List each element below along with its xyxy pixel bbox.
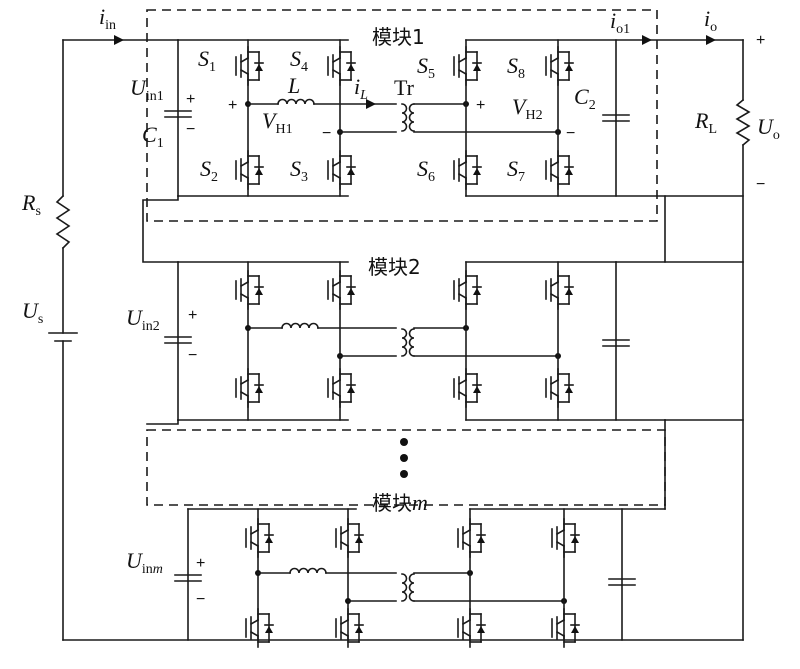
label-i-in: iin [99, 4, 116, 33]
label-u-inm-minus: − [196, 591, 205, 608]
label-vh2-minus: − [566, 125, 575, 142]
switch-s6 [453, 150, 482, 190]
module-1 [164, 35, 744, 197]
label-u-in2: Uin2 [126, 305, 160, 334]
label-s4: S4 [290, 46, 308, 75]
label-u-inm-plus: + [196, 555, 205, 572]
label-u-in1: Uin1 [130, 75, 164, 104]
switch-s3 [327, 150, 356, 190]
label-s7: S7 [507, 156, 525, 185]
label-s1: S1 [198, 46, 216, 75]
label-rs: Rs [21, 190, 41, 219]
label-us: Us [22, 298, 43, 327]
label-u-in2-plus: + [188, 307, 197, 324]
label-tr: Tr [394, 75, 415, 100]
more-modules-ellipsis [400, 438, 408, 478]
label-module-2: 模块2 [368, 255, 421, 279]
label-u-in2-minus: − [188, 347, 197, 364]
switch-s8 [545, 46, 574, 86]
label-s5: S5 [417, 53, 435, 82]
label-inductor-l: L [287, 73, 300, 98]
switch-s4 [327, 46, 356, 86]
label-s6: S6 [417, 156, 435, 185]
label-s2: S2 [200, 156, 218, 185]
series-links [142, 195, 744, 506]
svg-text:模块2: 模块2 [368, 255, 421, 279]
label-i-o: io [704, 6, 717, 35]
label-c1: C1 [142, 122, 164, 151]
label-uo: Uo [757, 114, 780, 143]
switch-s5 [453, 46, 482, 86]
switch-s2 [235, 150, 264, 190]
load-branch [735, 39, 751, 641]
label-vh2: VH2 [512, 94, 543, 123]
label-s8: S8 [507, 53, 525, 82]
svg-text:模块m: 模块m [372, 490, 428, 515]
svg-text:iin: iin [99, 4, 116, 33]
switch-s1 [235, 46, 264, 86]
label-uo-plus: + [756, 32, 765, 49]
inductor-l [277, 98, 315, 105]
label-module-m: 模块m [372, 490, 428, 515]
label-u-in1-minus: − [186, 121, 195, 138]
svg-text:io: io [704, 6, 717, 35]
switch-s7 [545, 150, 574, 190]
label-vh2-plus: + [476, 97, 485, 114]
svg-text:模块1: 模块1 [372, 25, 425, 49]
svg-text:io1: io1 [610, 8, 630, 37]
module-2 [164, 261, 666, 421]
label-s3: S3 [290, 156, 308, 185]
label-uo-minus: − [756, 176, 765, 193]
transformer-tr [401, 103, 415, 132]
module-1-box [146, 9, 658, 222]
module-m [174, 504, 666, 648]
label-u-inm: Uinm [126, 548, 163, 577]
label-vh1: VH1 [262, 108, 293, 137]
label-module-1: 模块1 [372, 25, 425, 49]
label-i-o1: io1 [610, 8, 630, 37]
label-c2: C2 [574, 84, 596, 113]
label-rl: RL [694, 108, 717, 137]
source-branch [48, 35, 744, 641]
label-vh1-minus: − [322, 125, 331, 142]
label-u-in1-plus: + [186, 91, 195, 108]
label-i-l: iL [354, 74, 368, 103]
label-vh1-plus: + [228, 97, 237, 114]
